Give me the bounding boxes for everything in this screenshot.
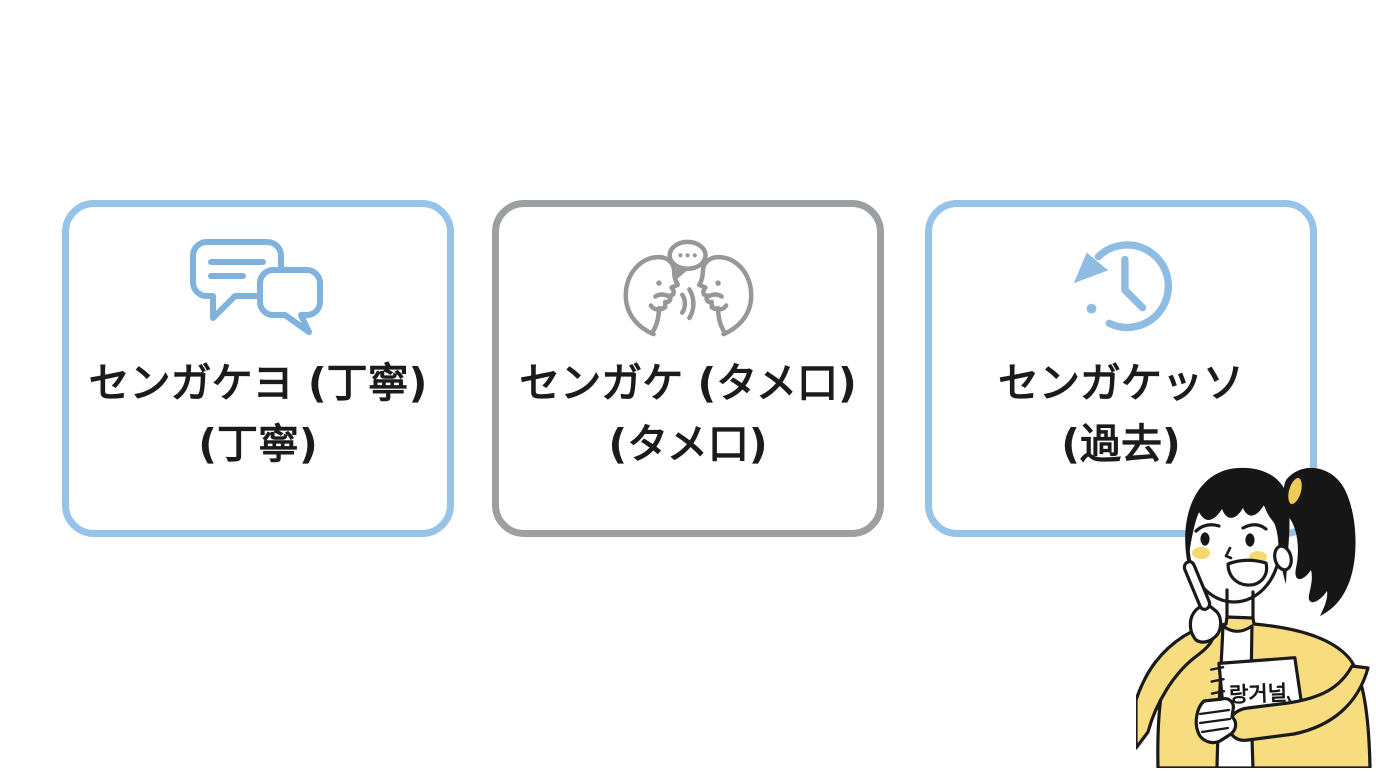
card-polite-line1: センガケヨ (丁寧) — [88, 359, 428, 407]
blush-left — [1192, 547, 1210, 559]
eyebrows — [1194, 523, 1268, 533]
mouth — [1226, 558, 1269, 587]
nose — [1224, 546, 1233, 560]
hair-scrunchie — [1285, 474, 1305, 508]
ear — [1273, 544, 1293, 572]
history-clock-icon — [1066, 231, 1176, 345]
hair-bangs — [1185, 467, 1290, 584]
card-past-line1: センガケッソ — [998, 359, 1244, 407]
eye-left — [1200, 532, 1210, 546]
woman-thinking-illustration: 랑거널 — [1134, 460, 1376, 770]
chat-bubbles-icon — [183, 231, 333, 345]
card-casual-label: センガケ (タメ口) (タメ口) — [519, 353, 857, 475]
index-finger — [1182, 560, 1212, 611]
card-past-label: センガケッソ (過去) — [998, 353, 1244, 475]
notebook-label: 랑거널 — [1229, 681, 1288, 707]
people-talking-icon — [612, 231, 765, 345]
finger-lines — [1198, 708, 1232, 734]
card-casual-line1: センガケ (タメ口) — [519, 359, 857, 407]
eye-right — [1245, 533, 1255, 547]
raised-hand — [1188, 603, 1223, 644]
card-casual: センガケ (タメ口) (タメ口) — [492, 200, 884, 537]
ponytail — [1283, 467, 1356, 616]
card-casual-line2: (タメ口) — [608, 420, 768, 468]
card-past-line2: (過去) — [1061, 420, 1181, 468]
card-polite: センガケヨ (丁寧) (丁寧) — [62, 200, 454, 537]
card-polite-line2: (丁寧) — [198, 420, 318, 468]
card-polite-label: センガケヨ (丁寧) (丁寧) — [89, 353, 428, 475]
